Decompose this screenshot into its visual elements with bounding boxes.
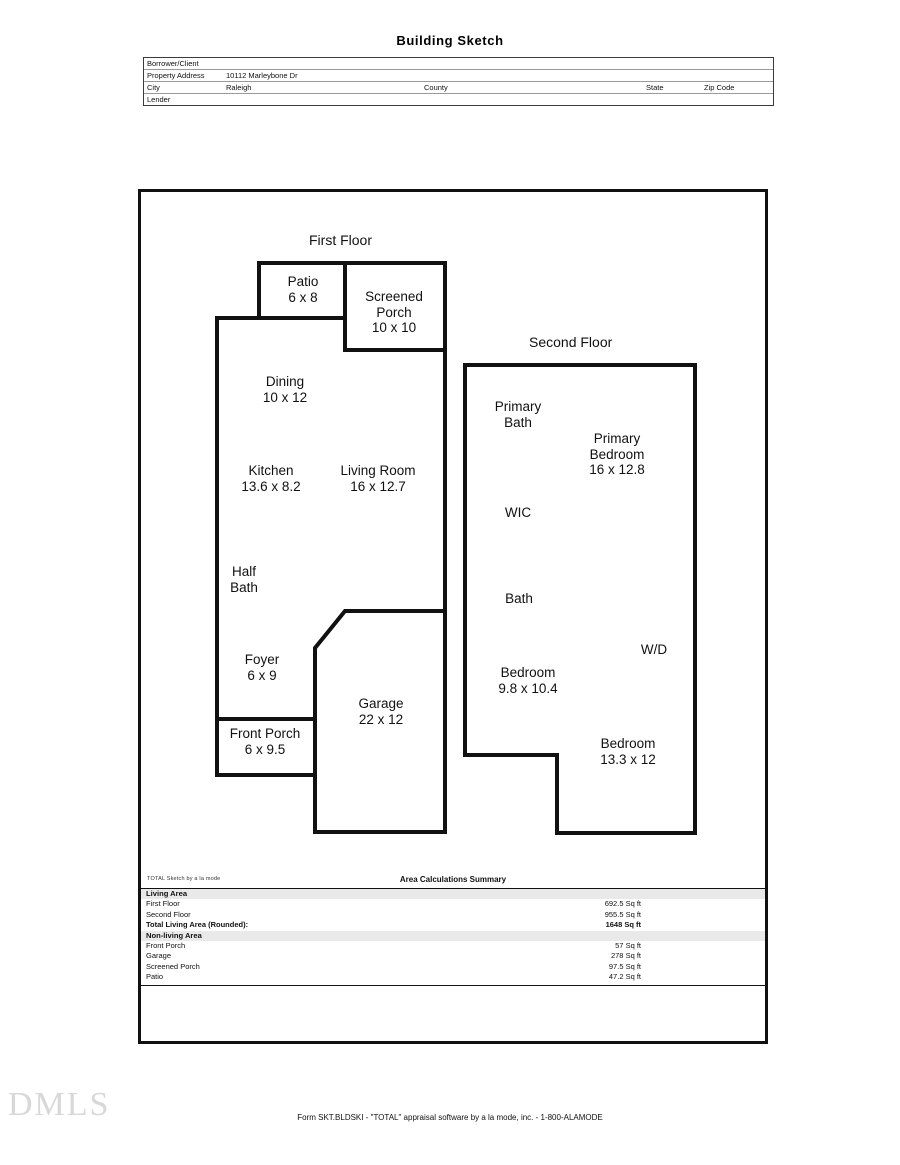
table-row: City Raleigh County State Zip Code bbox=[144, 81, 773, 94]
sketch-credit-text: TOTAL Sketch by a la mode bbox=[147, 876, 221, 882]
room-label-kitchen: Kitchen 13.6 x 8.2 bbox=[241, 463, 301, 494]
room-label-washer-dryer: W/D bbox=[640, 642, 668, 657]
section-non-living-area: Non-living Area bbox=[141, 930, 765, 941]
lender-label: Lender bbox=[147, 95, 171, 104]
property-identification-table: Borrower/Client Property Address 10112 M… bbox=[143, 57, 774, 106]
county-value[interactable] bbox=[484, 81, 643, 94]
area-calculations-table: Living Area First Floor 692.5 Sq ft Seco… bbox=[141, 888, 765, 986]
room-label-living-room: Living Room 16 x 12.7 bbox=[340, 463, 416, 494]
state-label: State bbox=[643, 81, 701, 94]
lender-value[interactable] bbox=[217, 94, 773, 106]
room-label-bedroom-2: Bedroom 9.8 x 10.4 bbox=[498, 665, 558, 696]
table-row: Screened Porch 97.5 Sq ft bbox=[146, 961, 641, 971]
room-label-half-bath: Half Bath bbox=[230, 564, 258, 595]
room-label-front-porch: Front Porch 6 x 9.5 bbox=[229, 726, 301, 757]
page-title: Building Sketch bbox=[396, 33, 504, 48]
table-row: Patio 47.2 Sq ft bbox=[146, 972, 641, 982]
table-row: Lender bbox=[144, 94, 773, 106]
room-label-garage: Garage 22 x 12 bbox=[358, 696, 404, 727]
table-row: Second Floor 955.5 Sq ft bbox=[146, 909, 641, 919]
room-label-screened-porch: Screened Porch 10 x 10 bbox=[365, 289, 423, 335]
table-row: Front Porch 57 Sq ft bbox=[146, 940, 641, 950]
borrower-value[interactable] bbox=[217, 58, 773, 70]
room-label-wic: WIC bbox=[504, 505, 532, 520]
table-row: First Floor 692.5 Sq ft bbox=[146, 899, 641, 909]
property-address-label: Property Address bbox=[144, 69, 217, 82]
table-row: Borrower/Client bbox=[144, 58, 773, 70]
room-label-primary-bedroom: Primary Bedroom 16 x 12.8 bbox=[589, 431, 645, 477]
table-row: Garage 278 Sq ft bbox=[146, 951, 641, 961]
city-value[interactable]: Raleigh bbox=[217, 81, 421, 94]
room-label-bath: Bath bbox=[505, 591, 533, 606]
section-living-area: Living Area bbox=[141, 889, 765, 900]
area-summary-header: TOTAL Sketch by a la mode Area Calculati… bbox=[141, 873, 765, 888]
table-row: Property Address 10112 Marleybone Dr bbox=[144, 69, 773, 82]
room-label-foyer: Foyer 6 x 9 bbox=[244, 652, 280, 683]
zip-label: Zip Code bbox=[701, 81, 773, 94]
area-summary-title: Area Calculations Summary bbox=[399, 875, 507, 884]
city-label: City bbox=[144, 81, 217, 94]
room-label-dining: Dining 10 x 12 bbox=[262, 374, 308, 405]
room-label-primary-bath: Primary Bath bbox=[494, 399, 542, 430]
total-living-area-row: Total Living Area (Rounded): 1648 Sq ft bbox=[146, 920, 641, 930]
second-floor-heading: Second Floor bbox=[529, 334, 613, 350]
dmls-watermark: DMLS bbox=[8, 1086, 111, 1123]
footer-text: Form SKT.BLDSKI - "TOTAL" appraisal soft… bbox=[297, 1113, 603, 1122]
room-label-bedroom-3: Bedroom 13.3 x 12 bbox=[600, 736, 656, 767]
property-address-value[interactable]: 10112 Marleybone Dr bbox=[217, 69, 773, 82]
borrower-label: Borrower/Client bbox=[144, 58, 217, 70]
room-label-patio: Patio 6 x 8 bbox=[287, 274, 319, 305]
county-label: County bbox=[421, 81, 484, 94]
first-floor-heading: First Floor bbox=[309, 232, 372, 248]
